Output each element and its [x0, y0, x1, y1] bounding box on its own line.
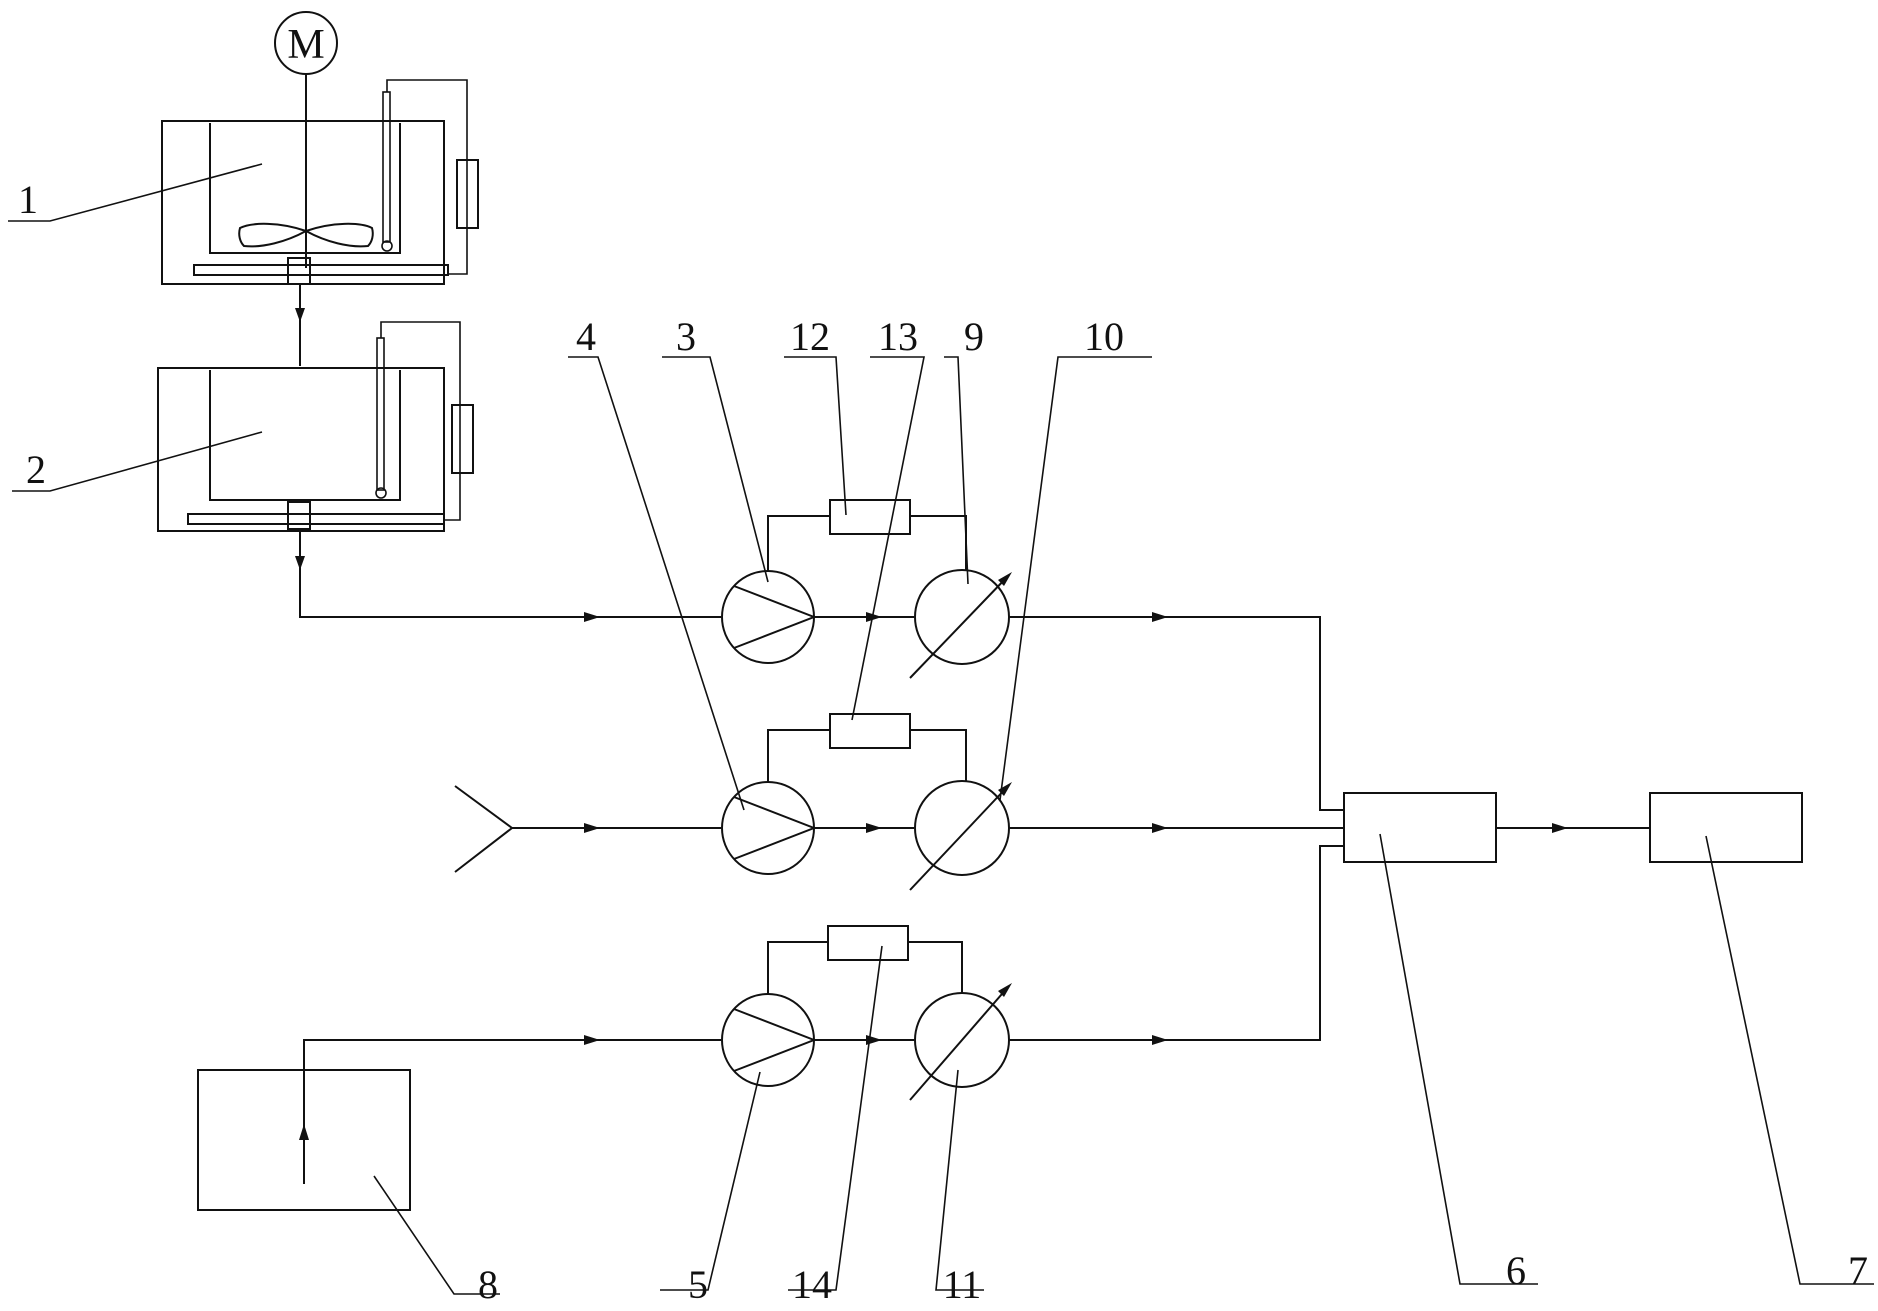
leader-14 — [788, 946, 882, 1290]
tank-2-inner — [210, 370, 400, 500]
label-9: 9 — [964, 314, 984, 359]
pump-4-icon — [734, 797, 814, 859]
meter-9-body — [915, 570, 1009, 664]
bypass-line-13-left — [768, 730, 830, 782]
leader-1 — [8, 164, 262, 221]
flow-meter-10 — [910, 781, 1012, 890]
leader-11 — [936, 1070, 984, 1290]
sensor-12 — [830, 500, 910, 534]
pump-3-icon — [734, 586, 814, 648]
heater-plate-2 — [188, 514, 444, 524]
flow-arrow-icon — [584, 1035, 600, 1045]
meter-9-adjust-line — [910, 576, 1008, 678]
flow-arrow-icon — [866, 612, 882, 622]
thermometer-1 — [383, 92, 390, 242]
flow-arrow-icon — [1552, 823, 1568, 833]
pump-5 — [722, 994, 814, 1086]
flow-arrow-icon — [866, 823, 882, 833]
pump-4-body — [722, 782, 814, 874]
leader-6 — [1380, 834, 1538, 1284]
heater-plate-1 — [194, 265, 448, 275]
label-7: 7 — [1848, 1248, 1868, 1293]
label-11: 11 — [943, 1262, 982, 1307]
leader-12 — [784, 357, 846, 515]
mixer-6 — [1344, 793, 1496, 862]
leader-5 — [660, 1072, 760, 1290]
label-8: 8 — [478, 1262, 498, 1307]
bypass-line-14-right — [908, 942, 962, 993]
unit-7 — [1650, 793, 1802, 862]
flow-meter-9 — [910, 570, 1012, 678]
flow-arrow-icon — [1152, 1035, 1168, 1045]
label-5: 5 — [688, 1262, 708, 1307]
pump-4 — [722, 782, 814, 874]
label-6: 6 — [1506, 1248, 1526, 1293]
label-13: 13 — [878, 314, 918, 359]
label-14: 14 — [792, 1262, 832, 1307]
label-10: 10 — [1084, 314, 1124, 359]
leader-3 — [662, 357, 768, 582]
leader-4 — [568, 357, 744, 810]
sensor-13 — [830, 714, 910, 748]
stirred-tank-1: M — [162, 12, 478, 284]
pump-5-body — [722, 994, 814, 1086]
bypass-line-12-left — [768, 516, 830, 571]
motor-symbol: M — [287, 22, 324, 68]
flow-meter-11 — [910, 983, 1012, 1100]
pump-3 — [722, 571, 814, 663]
flow-arrow-icon — [1152, 823, 1168, 833]
flow-arrow-icon — [299, 1124, 309, 1140]
tank-1-outer — [162, 121, 444, 284]
label-12: 12 — [790, 314, 830, 359]
reference-labels: 1 2 3 4 5 6 7 8 9 10 11 12 13 14 — [18, 177, 1868, 1307]
impeller-blade-left — [239, 224, 306, 247]
pipe-line-a-to-mixer — [1009, 617, 1344, 810]
meter-10-body — [915, 781, 1009, 875]
leader-13 — [852, 357, 924, 720]
pipe-line-c-to-mixer — [1009, 846, 1344, 1040]
leader-7 — [1706, 836, 1874, 1284]
impeller-blade-right — [306, 224, 373, 247]
inlet-funnel-icon — [455, 786, 512, 872]
thermometer-2 — [377, 338, 384, 490]
label-2: 2 — [26, 447, 46, 492]
temperature-controller-2 — [452, 405, 473, 473]
bypass-line-14-left — [768, 942, 828, 994]
sensor-14 — [828, 926, 908, 960]
label-4: 4 — [576, 314, 596, 359]
controller-wire-2 — [381, 322, 460, 520]
flow-arrow-icon — [584, 823, 600, 833]
flow-arrow-icon — [295, 308, 305, 322]
bypass-line-12-right — [910, 516, 966, 570]
flow-arrow-icon — [584, 612, 600, 622]
meter-11-adjust-line — [910, 987, 1008, 1100]
leader-10 — [1000, 357, 1152, 800]
leader-9 — [944, 357, 968, 584]
bypass-line-13-right — [910, 730, 966, 781]
label-1: 1 — [18, 177, 38, 222]
pump-3-body — [722, 571, 814, 663]
flow-arrow-icon — [295, 556, 305, 570]
flow-arrow-icon — [1152, 612, 1168, 622]
label-3: 3 — [676, 314, 696, 359]
pipe-container8-to-pump-5 — [304, 1040, 721, 1184]
tank-2 — [158, 322, 473, 531]
leader-2 — [12, 432, 262, 491]
pump-5-icon — [734, 1009, 814, 1071]
